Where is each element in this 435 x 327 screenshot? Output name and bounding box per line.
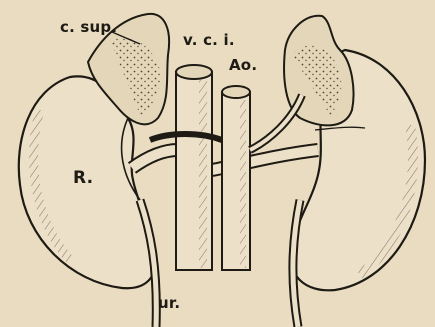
aorta bbox=[222, 86, 250, 270]
ureter-label: ur. bbox=[158, 296, 180, 311]
right-kidney-label: R. bbox=[73, 170, 93, 187]
suprarenal-label: c. sup. bbox=[60, 20, 117, 35]
aorta-label: Ao. bbox=[229, 58, 257, 73]
vena-cava bbox=[176, 65, 212, 270]
vena-cava-label: v. c. i. bbox=[183, 33, 235, 48]
left-renal-artery bbox=[250, 95, 302, 150]
